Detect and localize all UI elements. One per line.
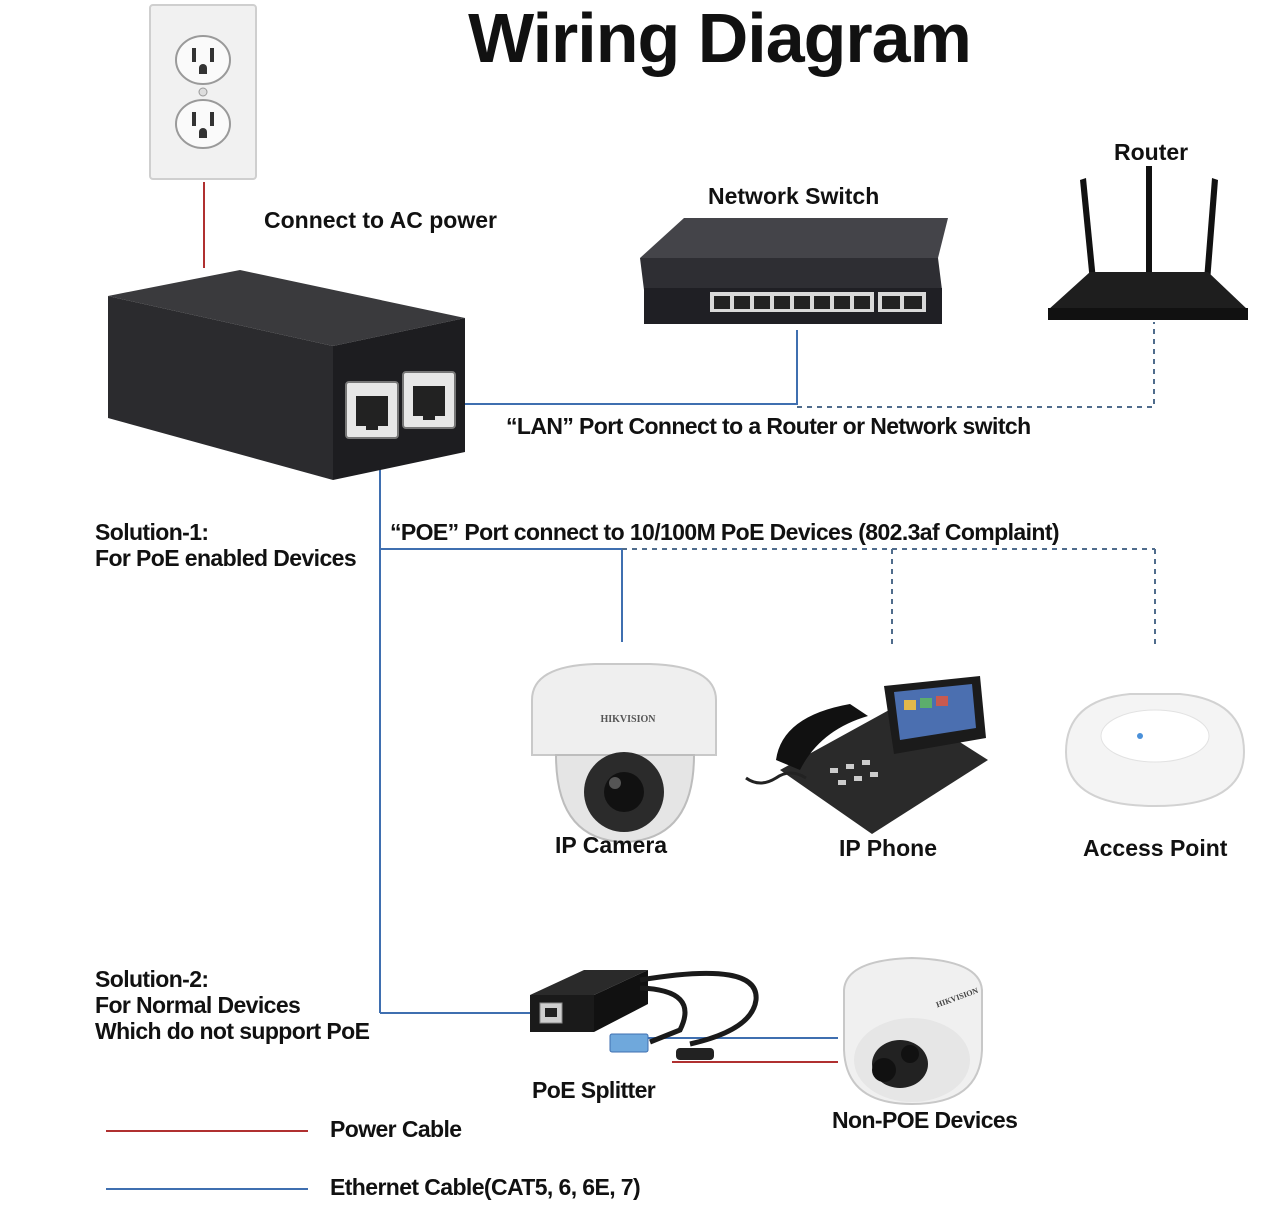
network-switch-image [640, 218, 948, 324]
solution-2-desc-1: For Normal Devices [95, 992, 301, 1018]
poe-wire [379, 432, 623, 1014]
ip-phone-image [745, 676, 988, 834]
solution-1: Solution-1: For PoE enabled Devices [95, 519, 357, 571]
lan-wire [432, 330, 798, 405]
label-non-poe-devices: Non-POE Devices [832, 1107, 1018, 1133]
label-router: Router [1114, 139, 1189, 165]
ip-camera-image: HIKVISION [531, 663, 717, 844]
page-title: Wiring Diagram [468, 0, 972, 77]
splitter-out-wires [648, 1037, 838, 1063]
label-ac-power: Connect to AC power [264, 207, 497, 233]
label-network-switch: Network Switch [708, 183, 880, 209]
solution-1-desc: For PoE enabled Devices [95, 545, 357, 571]
label-lan-port: “LAN” Port Connect to a Router or Networ… [506, 413, 1031, 439]
label-poe-port: “POE” Port connect to 10/100M PoE Device… [390, 519, 1060, 545]
label-ip-phone: IP Phone [839, 835, 937, 861]
non-poe-camera-image: HIKVISION [843, 956, 983, 1106]
legend-power-label: Power Cable [330, 1116, 462, 1142]
solution-2-desc-2: Which do not support PoE [95, 1018, 370, 1044]
label-poe-splitter: PoE Splitter [532, 1077, 656, 1103]
label-access-point: Access Point [1083, 835, 1228, 861]
legend-ethernet-label: Ethernet Cable(CAT5, 6, 6E, 7) [330, 1174, 641, 1200]
router-image [1048, 166, 1248, 320]
poe-injector-image [108, 270, 465, 480]
poe-dashed-branches [622, 548, 1156, 648]
solution-1-title: Solution-1: [95, 519, 209, 545]
wall-outlet-image [149, 4, 257, 180]
access-point-image [1064, 693, 1246, 808]
poe-splitter-image [530, 970, 759, 1060]
camera-brand: HIKVISION [600, 714, 656, 725]
solution-2-title: Solution-2: [95, 966, 209, 992]
lan-dashed-router [797, 322, 1155, 408]
solution-2: Solution-2: For Normal Devices Which do … [95, 966, 370, 1044]
label-ip-camera: IP Camera [555, 832, 668, 858]
